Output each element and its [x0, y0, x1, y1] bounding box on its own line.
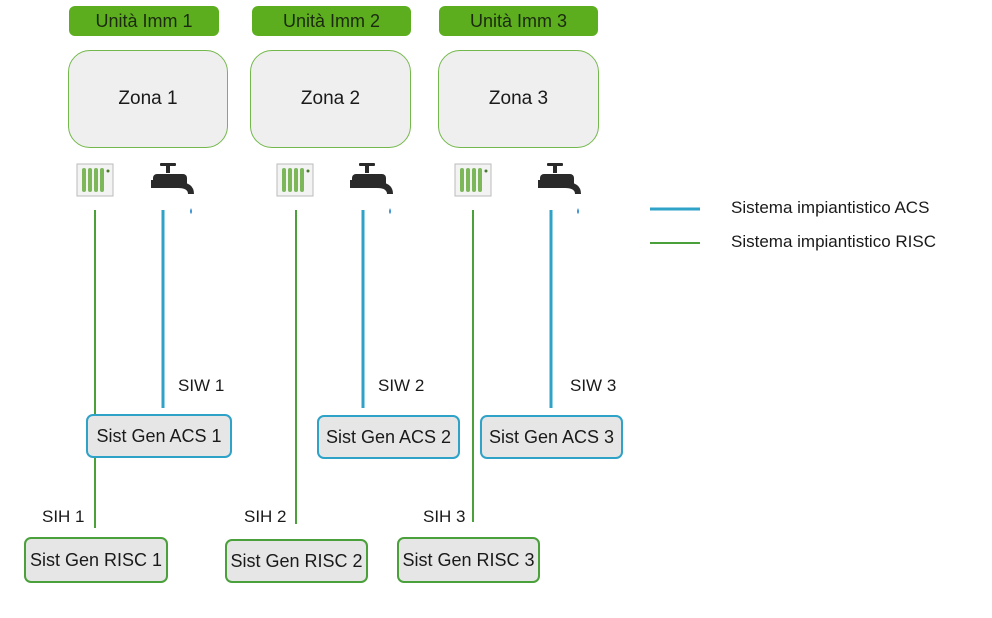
legend-risc-label: Sistema impiantistico RISC — [731, 232, 937, 251]
siw-label-3: SIW 3 — [570, 376, 617, 395]
sih-label-1: SIH 1 — [42, 507, 85, 526]
acs-generator-box-2: Sist Gen ACS 2 — [317, 415, 460, 459]
zone-box-1: Zona 1 — [68, 50, 228, 148]
siw-label-2: SIW 2 — [378, 376, 425, 395]
faucet-icon — [151, 163, 194, 214]
radiator-icon — [454, 163, 492, 197]
risc-generator-box-2: Sist Gen RISC 2 — [225, 539, 368, 583]
unit-header-3: Unità Imm 3 — [439, 6, 598, 36]
sih-label-2: SIH 2 — [244, 507, 287, 526]
acs-generator-box-1: Sist Gen ACS 1 — [86, 414, 232, 458]
zone-box-3: Zona 3 — [438, 50, 599, 148]
unit-header-2: Unità Imm 2 — [252, 6, 411, 36]
zone-box-2: Zona 2 — [250, 50, 411, 148]
risc-generator-box-3: Sist Gen RISC 3 — [397, 537, 540, 583]
legend-acs-label: Sistema impiantistico ACS — [731, 198, 930, 217]
siw-label-1: SIW 1 — [178, 376, 225, 395]
risc-generator-box-1: Sist Gen RISC 1 — [24, 537, 168, 583]
unit-header-1: Unità Imm 1 — [69, 6, 219, 36]
faucet-icon — [538, 163, 581, 214]
faucet-icon — [350, 163, 393, 214]
acs-generator-box-3: Sist Gen ACS 3 — [480, 415, 623, 459]
radiator-icon — [276, 163, 314, 197]
radiator-icon — [76, 163, 114, 197]
sih-label-3: SIH 3 — [423, 507, 466, 526]
